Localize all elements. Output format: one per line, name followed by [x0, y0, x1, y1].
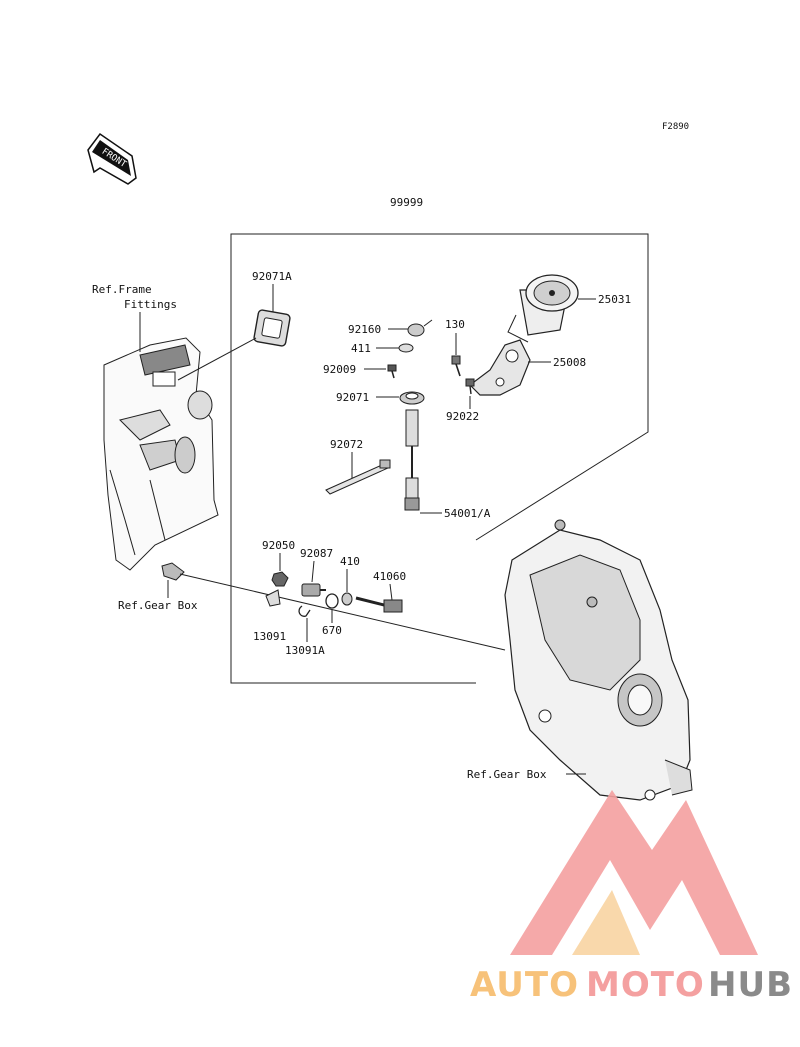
part-130-bolt	[451, 355, 461, 377]
ref-gear-box-left: Ref.Gear Box	[118, 599, 198, 612]
ref-fittings-label: Fittings	[124, 298, 177, 311]
watermark-moto: MOTO	[586, 965, 705, 1005]
watermark-text: AUTO MOTO HUB	[470, 965, 793, 1005]
part-25008-bracket	[469, 339, 531, 396]
label-13091A: 13091A	[285, 644, 325, 657]
label-130: 130	[445, 318, 465, 331]
label-92022: 92022	[446, 410, 479, 423]
watermark-hub: HUB	[708, 965, 793, 1005]
label-25008: 25008	[553, 356, 586, 369]
part-92160	[407, 319, 433, 337]
ref-frame-label: Ref.Frame	[92, 283, 152, 296]
part-13091-plate	[265, 589, 281, 607]
part-92050-nut	[271, 571, 289, 587]
gear-box-fitting-left	[161, 562, 185, 581]
part-41060-gear	[355, 596, 403, 613]
part-410-washer	[341, 592, 353, 606]
frame-fittings-drawing	[103, 337, 219, 571]
label-92072: 92072	[330, 438, 363, 451]
label-92071A: 92071A	[252, 270, 292, 283]
label-411: 411	[351, 342, 371, 355]
watermark-logo	[510, 790, 758, 955]
watermark-auto: AUTO	[470, 965, 579, 1005]
label-92071: 92071	[336, 391, 369, 404]
label-25031: 25031	[598, 293, 631, 306]
part-411-washer	[398, 343, 414, 353]
part-92071A	[253, 309, 291, 347]
part-92071-grommet	[399, 391, 425, 405]
part-92022-screw	[465, 378, 475, 395]
label-92160: 92160	[348, 323, 381, 336]
assembly-number: 99999	[390, 196, 423, 209]
label-92050: 92050	[262, 539, 295, 552]
front-arrow-icon: FRONT	[87, 132, 137, 185]
assembly-box	[230, 233, 649, 684]
part-54001A-cable	[404, 409, 420, 511]
label-410: 410	[340, 555, 360, 568]
label-41060: 41060	[373, 570, 406, 583]
label-92087: 92087	[300, 547, 333, 560]
label-54001A: 54001/A	[444, 507, 491, 520]
part-25031-meter	[507, 274, 579, 343]
label-670: 670	[322, 624, 342, 637]
label-13091: 13091	[253, 630, 286, 643]
part-92072-band	[325, 459, 391, 495]
part-670-ring	[325, 593, 339, 609]
ref-gear-box-right: Ref.Gear Box	[467, 768, 547, 781]
figure-code: F2890	[662, 122, 689, 132]
gear-box-drawing	[504, 519, 693, 801]
label-92009: 92009	[323, 363, 356, 376]
part-92009-screw	[387, 364, 397, 379]
part-92087-fitting	[301, 583, 326, 597]
part-13091A-clip	[298, 605, 311, 617]
